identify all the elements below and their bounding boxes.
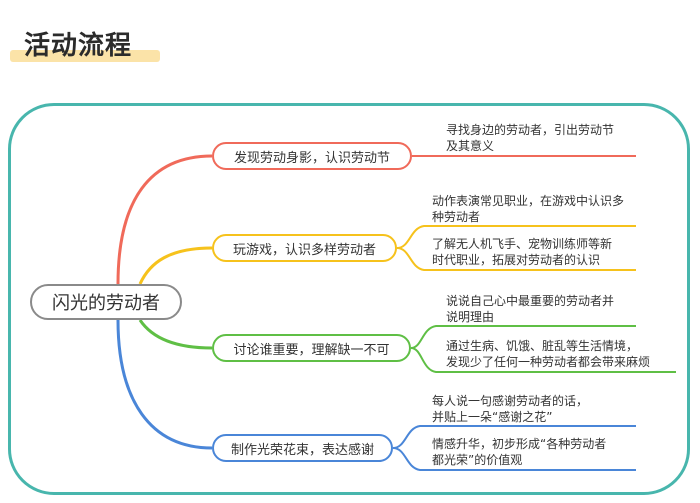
branch-node-1: 发现劳动身影，认识劳动节 xyxy=(212,142,412,170)
title-highlight xyxy=(10,50,160,62)
leaf-text-1-1: 寻找身边的劳动者，引出劳动节及其意义 xyxy=(446,123,615,153)
connector-leaf-3-1 xyxy=(410,325,636,349)
connector-leaf-2-1 xyxy=(396,225,636,249)
leaf-text-2-2: 了解无人机飞手、宠物训练师等新时代职业，拓展对劳动者的认识 xyxy=(432,237,613,267)
branch-node-3: 讨论谁重要，理解缺一不可 xyxy=(212,334,411,362)
connector-leaf-2-2 xyxy=(396,247,636,271)
connector-leaf-4-1 xyxy=(392,425,636,449)
connector-branch-4 xyxy=(116,319,213,450)
leaf-text-3-2: 通过生病、饥饿、脏乱等生活情境，发现少了任何一种劳动者都会带来麻烦 xyxy=(446,339,651,369)
connector-branch-1 xyxy=(116,154,213,285)
branch-node-4: 制作光荣花束，表达感谢 xyxy=(212,434,393,462)
branch-node-2: 玩游戏，认识多样劳动者 xyxy=(212,234,397,262)
page-title: 活动流程 xyxy=(24,31,133,61)
root-node: 闪光的劳动者 xyxy=(30,284,182,320)
leaf-text-4-1: 每人说一句感谢劳动者的话，并贴上一朵“感谢之花” xyxy=(432,394,589,424)
mindmap-frame xyxy=(8,103,690,495)
leaf-text-2-1: 动作表演常见职业，在游戏中认识多种劳动者 xyxy=(432,194,625,224)
leaf-text-3-1: 说说自己心中最重要的劳动者并说明理由 xyxy=(446,294,615,324)
connector-leaf-3-2 xyxy=(410,347,676,373)
leaf-text-4-2: 情感升华，初步形成“各种劳动者都光荣”的价值观 xyxy=(432,437,607,467)
connector-branch-3 xyxy=(138,319,213,350)
connector-leaf-4-2 xyxy=(392,447,636,471)
connector-branch-2 xyxy=(138,246,213,285)
title-banner: 活动流程 xyxy=(10,22,160,68)
